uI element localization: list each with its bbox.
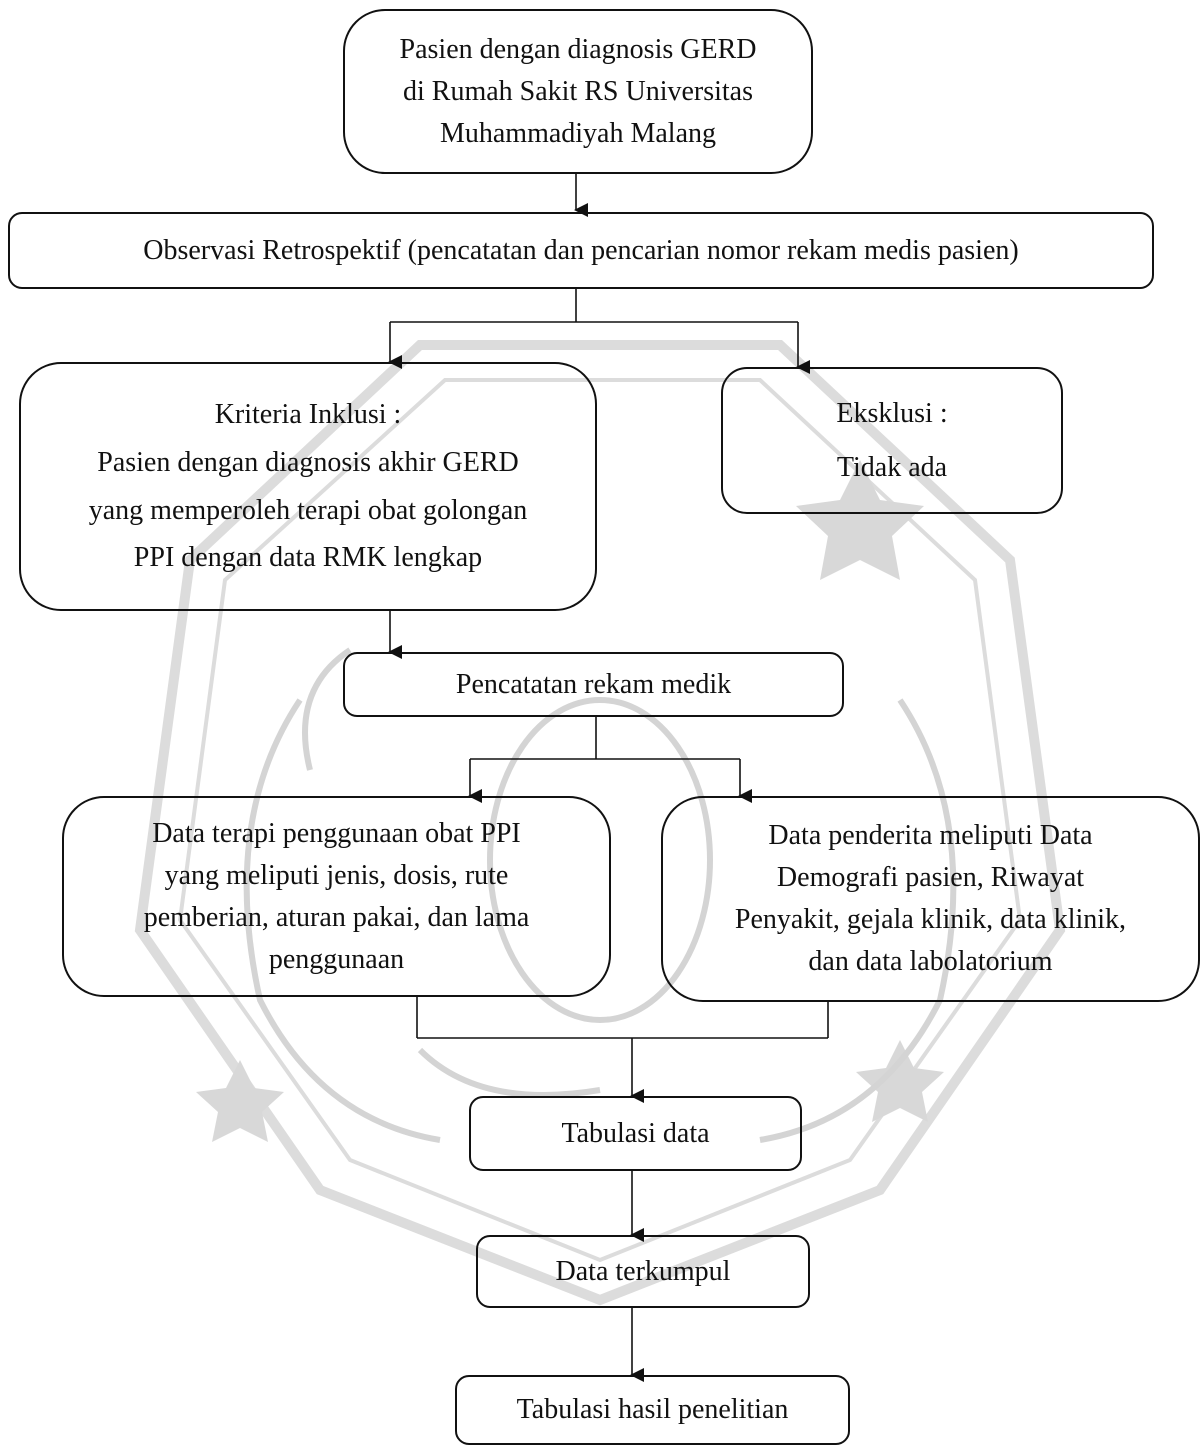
node-text-line: Demografi pasien, Riwayat [776, 862, 1085, 893]
node-hasil-text: Tabulasi hasil penelitian [517, 1389, 789, 1431]
node-text-line: penggunaan [268, 943, 405, 975]
node-text-line: pemberian, aturan pakai, dan lama [143, 901, 530, 933]
node-inklusi-text: Kriteria Inklusi : Pasien dengan diagnosi… [89, 391, 528, 581]
node-data-terkumpul: Data terkumpul [476, 1235, 810, 1308]
node-text-line: dan data labolatorium [808, 946, 1053, 977]
node-terapi-text: Data terapi penggunaan obat PPI yang meli… [144, 813, 530, 981]
node-observasi-retrospektif: Observasi Retrospektif (pencatatan dan p… [8, 212, 1154, 289]
node-text-line: yang meliputi jenis, dosis, rute [164, 859, 509, 891]
node-pencatatan-text: Pencatatan rekam medik [456, 664, 731, 706]
node-text-line: PPI dengan data RMK lengkap [133, 542, 483, 574]
node-pencatatan-rekam-medik: Pencatatan rekam medik [343, 652, 844, 717]
node-text-line: Pasien dengan diagnosis akhir GERD [97, 446, 519, 478]
node-text-line: Data terkumpul [555, 1255, 731, 1287]
node-eksklusi: Eksklusi : Tidak ada [721, 367, 1063, 514]
node-text-line: Data terapi penggunaan obat PPI [152, 817, 521, 849]
node-text-line: Eksklusi : [836, 398, 948, 430]
node-tabulasi-data: Tabulasi data [469, 1096, 802, 1171]
node-text-line: Muhammadiyah Malang [439, 117, 717, 149]
node-text-line: Tabulasi data [561, 1117, 710, 1149]
node-kriteria-inklusi: Kriteria Inklusi : Pasien dengan diagnosi… [19, 362, 597, 611]
node-text-line: Data penderita meliputi Data [768, 820, 1093, 851]
node-text-line: Pasien dengan diagnosis GERD [399, 33, 757, 65]
node-start-patients: Pasien dengan diagnosis GERD di Rumah Sak… [343, 9, 813, 174]
node-text-line: Pencatatan rekam medik [455, 668, 732, 700]
node-tabulasi-hasil-penelitian: Tabulasi hasil penelitian [455, 1375, 850, 1445]
node-text-line: Kriteria Inklusi : [214, 399, 402, 431]
node-terkumpul-text: Data terkumpul [556, 1251, 731, 1293]
node-text-line: Penyakit, gejala klinik, data klinik, [734, 904, 1127, 935]
node-observasi-text: Observasi Retrospektif (pencatatan dan p… [143, 230, 1018, 272]
node-start-text: Pasien dengan diagnosis GERD di Rumah Sak… [400, 29, 757, 155]
node-tabulasi-text: Tabulasi data [561, 1113, 709, 1155]
node-eksklusi-text: Eksklusi : Tidak ada [836, 387, 947, 493]
node-text-line: yang memperoleh terapi obat golongan [88, 494, 528, 526]
node-text-line: di Rumah Sakit RS Universitas [403, 75, 753, 107]
node-data-terapi-ppi: Data terapi penggunaan obat PPI yang meli… [62, 796, 611, 997]
node-text-line: Tabulasi hasil penelitian [516, 1394, 789, 1425]
node-text-line: Tidak ada [836, 451, 948, 483]
node-text-line: Observasi Retrospektif (pencatatan dan p… [143, 234, 1019, 266]
